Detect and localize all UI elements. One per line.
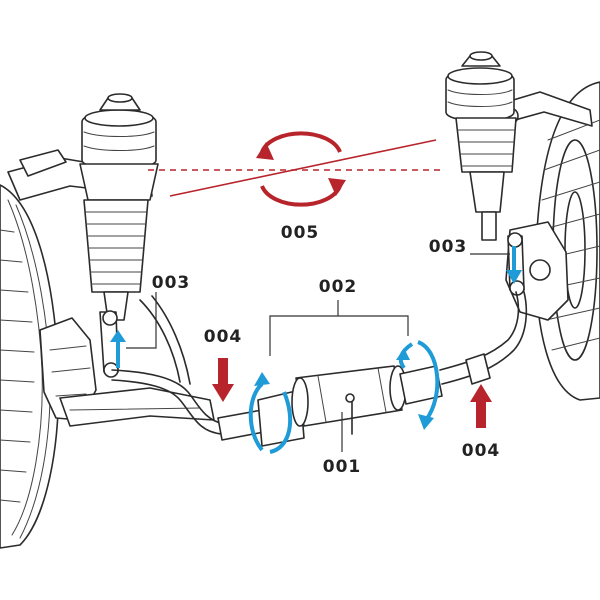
force-arrow-right	[470, 384, 492, 428]
left-air-spring	[79, 93, 159, 321]
leader-003-left	[126, 292, 157, 349]
label-001: 001	[323, 457, 362, 477]
label-004-left: 004	[204, 327, 243, 347]
right-air-spring	[445, 51, 517, 241]
label-003-right: 003	[429, 237, 468, 257]
body-roll-indicator	[148, 131, 442, 207]
bracket-002	[269, 315, 409, 356]
rotation-arrow-left	[248, 372, 293, 454]
stabilizer-bar	[111, 291, 528, 447]
force-arrow-left	[212, 358, 234, 402]
rotation-arrow-right	[396, 340, 440, 430]
left-drop-link	[99, 310, 119, 378]
link-motion-arrow-left	[110, 330, 126, 368]
label-002: 002	[319, 277, 358, 297]
label-003-left: 003	[152, 273, 191, 293]
link-motion-arrow-right	[506, 246, 522, 284]
label-005: 005	[281, 223, 320, 243]
label-004-right: 004	[462, 441, 501, 461]
